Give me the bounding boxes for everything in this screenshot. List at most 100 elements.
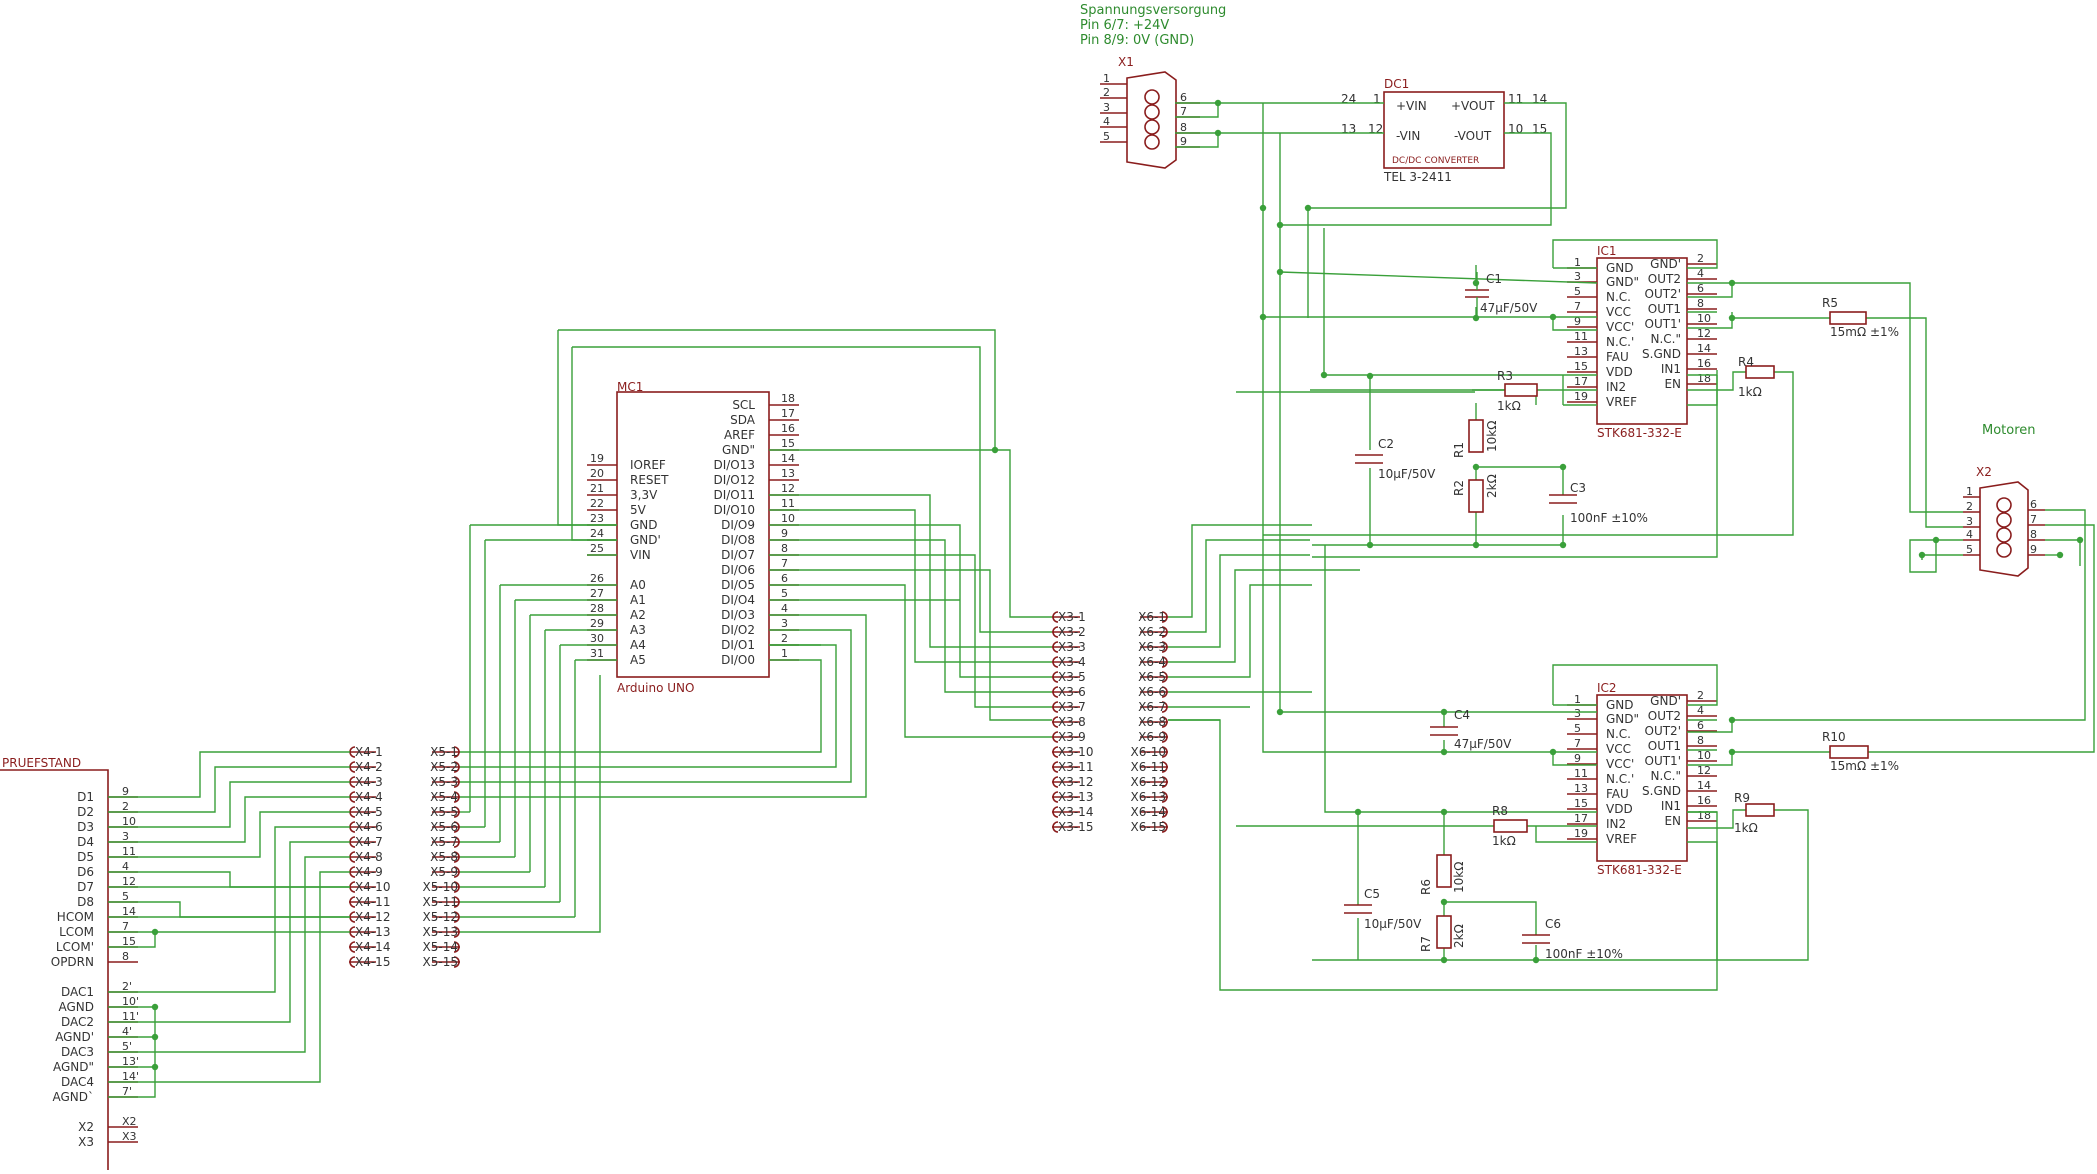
junction-dot	[1259, 204, 1267, 212]
x2-pin-number: 5	[1966, 543, 1973, 556]
x3-pin-label: X3-15	[1058, 820, 1093, 834]
x3-pin-label: X3-1	[1058, 610, 1086, 624]
ic1-pin-number: 10	[1697, 312, 1711, 325]
pruefstand-pin-number: 12	[122, 875, 136, 888]
ic2-part: STK681-332-E	[1597, 863, 1682, 877]
ic2-pin-label: N.C.	[1606, 727, 1631, 741]
junction-dots	[151, 99, 2084, 1071]
mc1-pin-number: 2	[781, 632, 788, 645]
r6-ref: R6	[1419, 879, 1433, 895]
ic2-pin-number: 19	[1574, 827, 1588, 840]
mc1-pin-label: DI/O0	[721, 653, 755, 667]
r6-resistor: R6 10kΩ	[1419, 854, 1466, 895]
ic1-pin-number: 8	[1697, 297, 1704, 310]
r8-value: 1kΩ	[1492, 834, 1516, 848]
x5-pin-label: X5-5	[430, 805, 458, 819]
x6-pin-label: X6-10	[1131, 745, 1166, 759]
junction-dot	[151, 1003, 159, 1011]
x3-pin-label: X3-12	[1058, 775, 1093, 789]
junction-dot	[1559, 541, 1567, 549]
r7-ref: R7	[1419, 936, 1433, 952]
junction-dot	[1559, 463, 1567, 471]
junction-dot	[1472, 463, 1480, 471]
pruefstand-pin-number: 2	[122, 800, 129, 813]
x1-ref: X1	[1118, 55, 1134, 69]
mc1-pin-label: A3	[630, 623, 646, 637]
ic1-pin-label: VCC'	[1606, 320, 1634, 334]
junction-dot	[1440, 708, 1448, 716]
x5-pin-label: X5-13	[423, 925, 458, 939]
ic1-pin-number: 16	[1697, 357, 1711, 370]
x2-pin-number: 7	[2030, 513, 2037, 526]
c6-value: 100nF ±10%	[1545, 947, 1623, 961]
r8-resistor: R8 1kΩ	[1492, 804, 1528, 848]
pruefstand-pin-label: AGND'	[55, 1030, 94, 1044]
mc1-pin-number: 24	[590, 527, 604, 540]
ic1-pin-number: 19	[1574, 390, 1588, 403]
mc1-pin-label: SCL	[732, 398, 755, 412]
ic2-pin-label: GND"	[1606, 712, 1639, 726]
junction-dot	[1918, 551, 1926, 559]
x6-pin-label: X6-13	[1131, 790, 1166, 804]
pruefstand-pin-label: D8	[77, 895, 94, 909]
ic2-pin-label: GND	[1606, 698, 1634, 712]
pruefstand-pin-label: D6	[77, 865, 94, 879]
x6-pin-label: X6-15	[1131, 820, 1166, 834]
x5-pin-label: X5-3	[430, 775, 458, 789]
mc1-pin-label: DI/O1	[721, 638, 755, 652]
x3-pin-label: X3-5	[1058, 670, 1086, 684]
x5-pin-label: X5-10	[423, 880, 458, 894]
ic1-pin-number: 12	[1697, 327, 1711, 340]
pruefstand-ref: PRUEFSTAND	[2, 756, 81, 770]
x1-pin-number: 9	[1180, 135, 1187, 148]
ic1-pin-number: 3	[1574, 270, 1581, 283]
ic1-pin-label: IN1	[1661, 362, 1681, 376]
x6-pin-label: X6-11	[1131, 760, 1166, 774]
mc1-pin-number: 27	[590, 587, 604, 600]
ic2-pin-label: S.GND	[1642, 784, 1681, 798]
junction-dot	[1728, 279, 1736, 287]
mc1-pin-label: DI/O4	[721, 593, 755, 607]
r2-value: 2kΩ	[1485, 474, 1499, 498]
mc1-pin-label: GND"	[722, 443, 755, 457]
mc1-ref: MC1	[617, 380, 643, 394]
ic2-pin-label: VCC	[1606, 742, 1631, 756]
dc1-pin-vout-minus: -VOUT	[1454, 129, 1492, 143]
c3-capacitor: C3 100nF ±10%	[1549, 481, 1648, 525]
pruefstand-pin-number: 11'	[122, 1010, 139, 1023]
ic2-ref: IC2	[1597, 681, 1617, 695]
mc1-pin-number: 26	[590, 572, 604, 585]
pruefstand-pin-label: D3	[77, 820, 94, 834]
ic2-pin-number: 5	[1574, 722, 1581, 735]
pruefstand-pin-label: DAC2	[61, 1015, 94, 1029]
dc1-ref: DC1	[1384, 77, 1409, 91]
x3-pin-label: X3-8	[1058, 715, 1086, 729]
mc1-pin-label: AREF	[724, 428, 755, 442]
junction-dot	[1440, 898, 1448, 906]
mc1-pin-number: 31	[590, 647, 604, 660]
junction-dot	[1472, 279, 1480, 287]
junction-dot	[1366, 541, 1374, 549]
power-heading: Spannungsversorgung	[1080, 3, 1226, 18]
mc1-pin-label: DI/O7	[721, 548, 755, 562]
mc1-pin-label: DI/O12	[713, 473, 755, 487]
power-line-2: Pin 8/9: 0V (GND)	[1080, 33, 1194, 48]
x6-pin-label: X6-8	[1138, 715, 1166, 729]
x6-pin-label: X6-3	[1138, 640, 1166, 654]
r9-ref: R9	[1734, 791, 1750, 805]
x4-pin-label: X4-14	[355, 940, 390, 954]
x5-pin-label: X5-1	[430, 745, 458, 759]
pruefstand-pin-number: X2	[122, 1115, 137, 1128]
x6-pin-label: X6-6	[1138, 685, 1166, 699]
junction-dot	[1276, 708, 1284, 716]
pruefstand-pin-number: 8	[122, 950, 129, 963]
x6-pin-label: X6-14	[1131, 805, 1166, 819]
mc1-pin-number: 7	[781, 557, 788, 570]
pruefstand-pin-label: LCOM'	[56, 940, 94, 954]
ic1-pin-label: GND"	[1606, 275, 1639, 289]
junction-dot	[1728, 314, 1736, 322]
c6-capacitor: C6 100nF ±10%	[1522, 917, 1623, 961]
